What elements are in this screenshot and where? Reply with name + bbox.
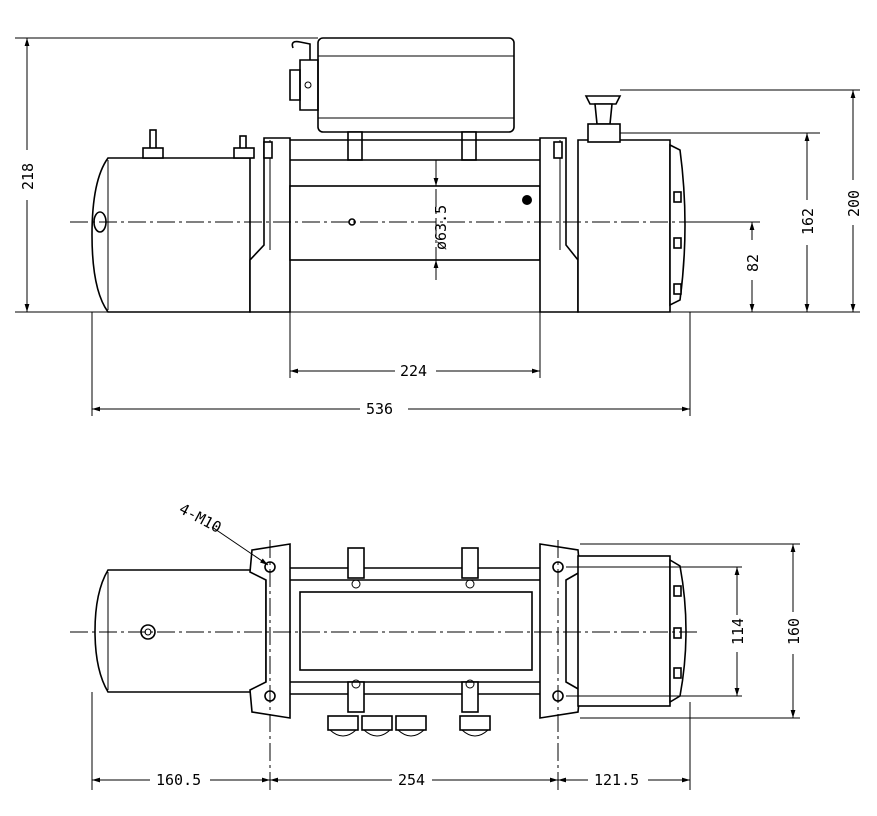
cable-glands (327, 715, 491, 737)
gearbox (577, 139, 686, 313)
drum-length-dim: 224 (400, 362, 427, 380)
top-view: 4-M10 114 160 160.5 254 121.5 (70, 500, 803, 790)
drum-diameter-dim: ø63.5 (432, 205, 450, 250)
right-offset-dim: 121.5 (594, 771, 639, 789)
control-box (289, 37, 515, 161)
bolt-spacing-width-dim: 114 (729, 618, 747, 645)
right-end-plate (539, 137, 579, 313)
bolt-spec-label: 4-M10 (176, 500, 224, 537)
overall-height-dim: 218 (19, 163, 37, 190)
clutch-knob (584, 95, 628, 143)
overall-length-dim: 536 (366, 400, 393, 418)
left-offset-dim: 160.5 (156, 771, 201, 789)
side-view: ø63.5 218 82 162 200 224 536 (15, 37, 863, 418)
clutch-height-dim: 200 (845, 190, 863, 217)
overall-width-dim: 160 (785, 618, 803, 645)
motor (91, 129, 255, 313)
center-height-dim: 82 (744, 254, 762, 272)
left-end-plate (249, 137, 291, 313)
bolt-spacing-length-dim: 254 (398, 771, 425, 789)
motor-top-height-dim: 162 (799, 208, 817, 235)
drum (289, 185, 541, 261)
